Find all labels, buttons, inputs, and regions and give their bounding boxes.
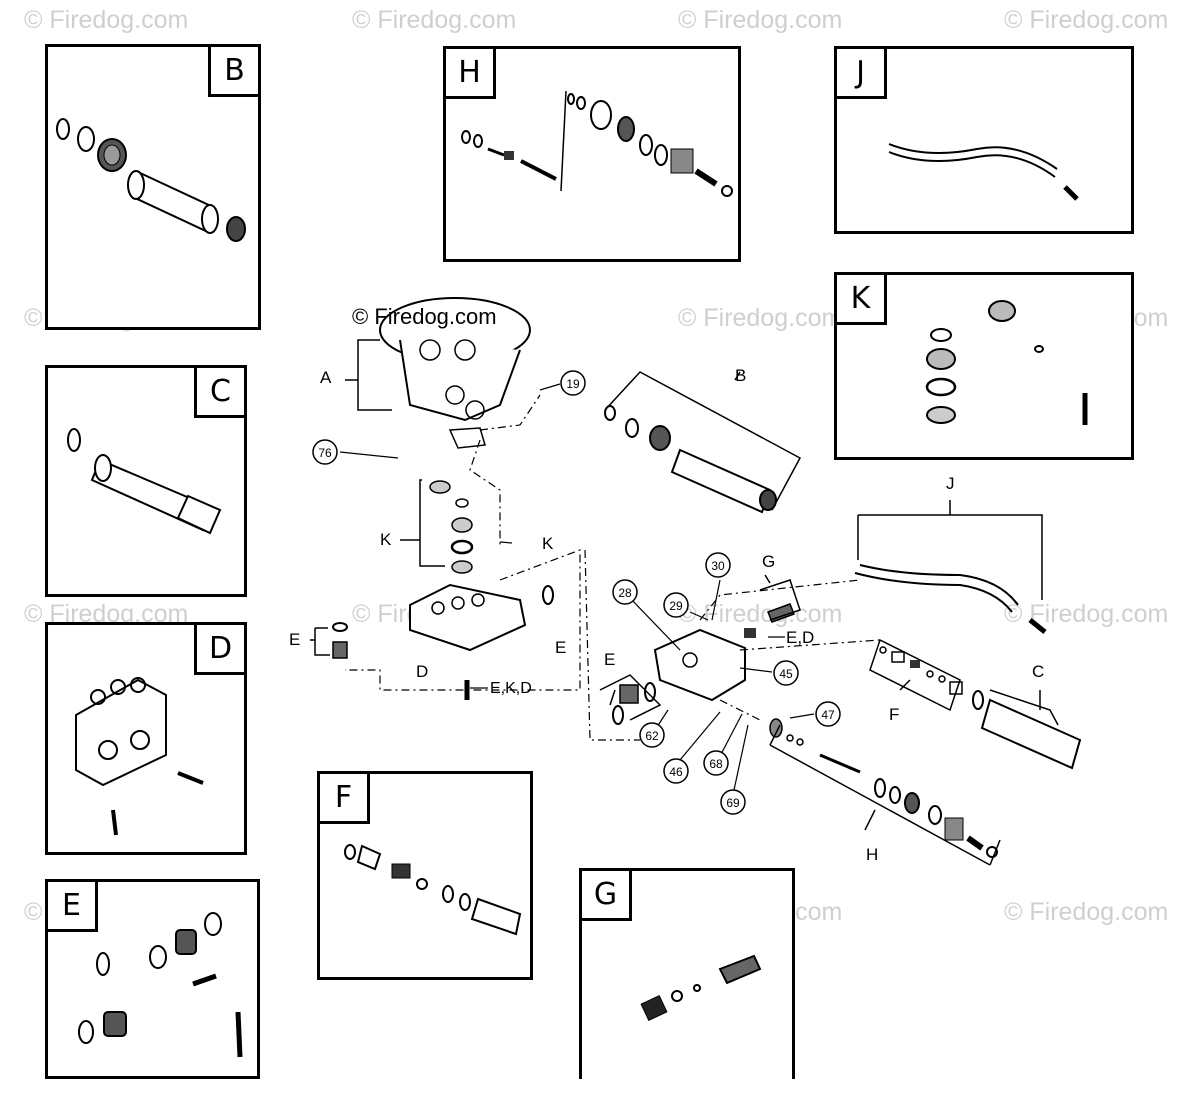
inset-h: H	[443, 46, 741, 262]
inset-f: F	[317, 771, 533, 980]
valve-body	[653, 628, 746, 702]
inset-e-parts-drawing	[78, 912, 243, 1058]
inset-d-label: D	[194, 625, 244, 675]
group-label-e: E	[555, 638, 567, 657]
pump-head	[379, 297, 531, 449]
inset-g-label: G	[582, 871, 632, 921]
watermark: © Firedog.com	[352, 6, 517, 34]
inset-d-parts-drawing	[75, 677, 204, 836]
h-parts-row	[769, 718, 998, 858]
group-label-ed: E,D	[786, 628, 815, 647]
group-label-k: K	[380, 530, 392, 549]
inset-g-parts-drawing	[640, 954, 762, 1022]
inlet-tube	[670, 448, 772, 514]
hose	[859, 564, 1019, 606]
outlet-tube	[980, 698, 1082, 770]
group-label-k: K	[542, 534, 554, 553]
group-label-b: B	[735, 366, 747, 385]
watermark: © Firedog.com	[24, 6, 189, 34]
inset-b-parts-drawing	[56, 118, 246, 242]
dash-dot-lines	[345, 394, 881, 741]
inset-e-label: E	[48, 882, 98, 932]
group-label-h: H	[866, 845, 879, 864]
inset-h-parts-drawing	[461, 90, 733, 197]
inset-d: D	[45, 622, 247, 855]
inset-k-label: K	[837, 275, 887, 325]
inset-k: K	[834, 272, 1134, 460]
group-label-e: E	[289, 630, 301, 649]
watermark: © Firedog.com	[678, 6, 843, 34]
inset-f-label: F	[320, 774, 370, 824]
watermark: © Firedog.com	[1004, 6, 1169, 34]
inset-j-parts-drawing	[888, 143, 1079, 201]
group-label-j: J	[946, 474, 955, 493]
group-label-d: D	[416, 662, 429, 681]
inset-h-label: H	[446, 49, 496, 99]
group-label-f: F	[889, 705, 900, 724]
manifold	[409, 583, 527, 700]
inset-f-parts-drawing	[344, 844, 522, 936]
watermark: © Firedog.com	[1004, 898, 1169, 926]
inset-j-label: J	[837, 49, 887, 99]
copyright-text: © Firedog.com	[352, 304, 497, 329]
watermark: © Firedog.com	[678, 600, 843, 628]
group-label-c: C	[1032, 662, 1045, 681]
group-label-ekd: E,K,D	[490, 680, 532, 697]
inset-k-parts-drawing	[925, 300, 1088, 425]
bracket-lines	[310, 339, 1059, 866]
group-label-e: E	[604, 650, 616, 669]
inset-b-label: B	[208, 47, 258, 97]
inset-c-label: C	[194, 368, 244, 418]
group-label-g: G	[762, 552, 776, 571]
f-parts-row	[879, 646, 984, 710]
inset-j: J	[834, 46, 1134, 234]
inset-e: E	[45, 879, 260, 1079]
inset-c-parts-drawing	[67, 428, 222, 535]
inset-b: B	[45, 44, 261, 330]
inset-c: C	[45, 365, 247, 597]
watermark: © Firedog.com	[678, 304, 843, 332]
group-label-a: A	[320, 368, 332, 387]
inset-g: G	[579, 868, 795, 1079]
